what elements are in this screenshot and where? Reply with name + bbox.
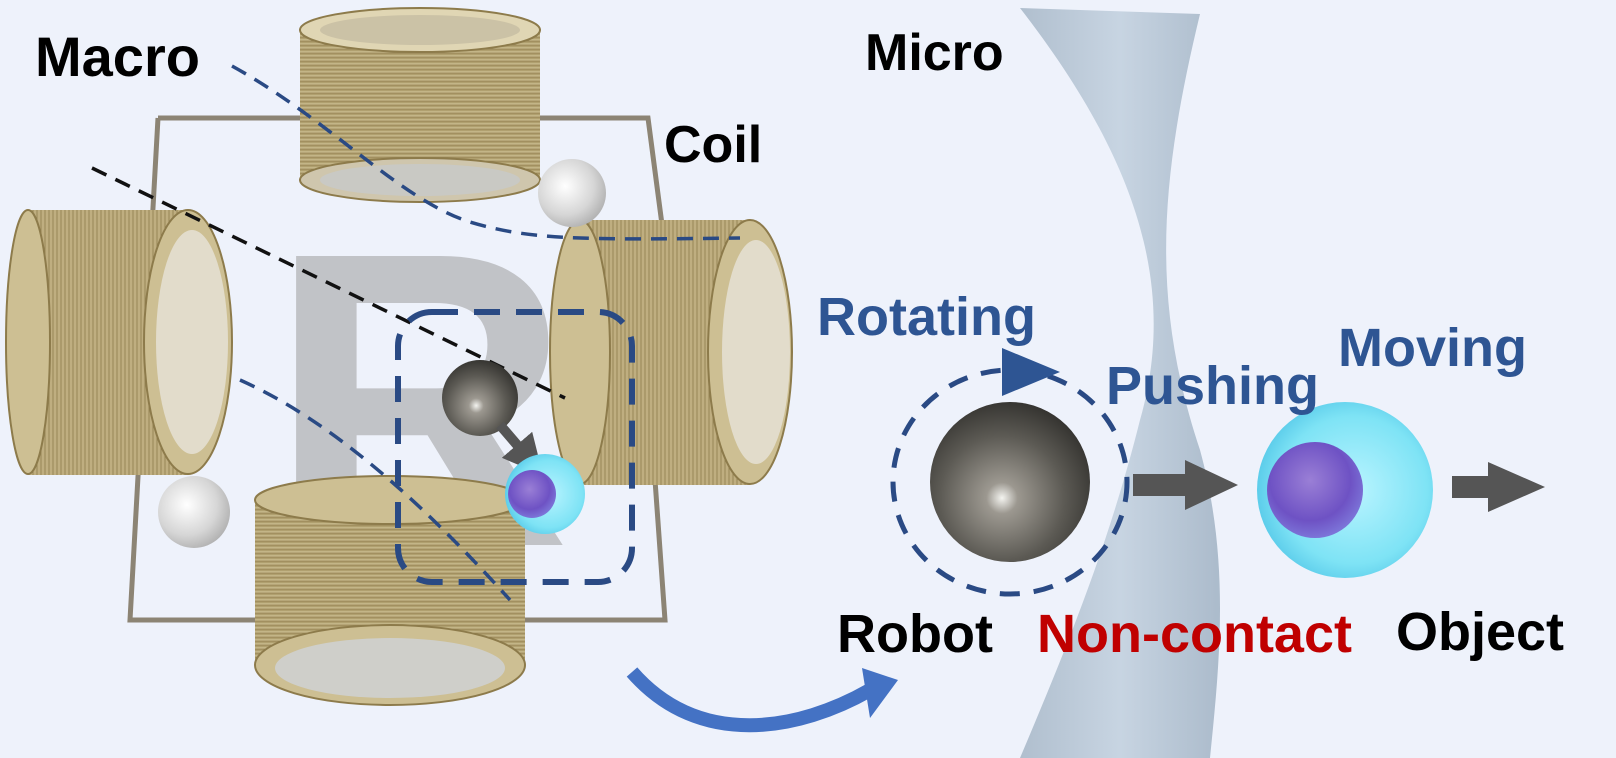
macro-view-line — [239, 378, 512, 602]
silver-sphere — [158, 476, 230, 548]
micro-label: Micro — [865, 24, 1004, 82]
curved-arrow-head — [862, 668, 898, 718]
rotation-arrow-icon — [1002, 348, 1060, 396]
robot-sphere-icon — [442, 360, 518, 436]
rotation-path — [890, 367, 1130, 597]
macro-label: Macro — [35, 25, 200, 88]
moving-label: Moving — [1338, 318, 1527, 378]
push-arrow-shaft — [1133, 474, 1189, 496]
robot-label: Robot — [837, 604, 993, 664]
push-arrow-icon — [1185, 460, 1238, 510]
cell-icon — [505, 454, 585, 534]
axis-line — [91, 166, 566, 400]
non-contact-label: Non-contact — [1037, 604, 1352, 664]
object-label: Object — [1396, 602, 1564, 662]
silver-sphere — [538, 159, 606, 227]
zoom-box — [395, 309, 635, 585]
coil-label: Coil — [664, 116, 762, 174]
rotating-label: Rotating — [817, 287, 1036, 347]
pushing-label: Pushing — [1106, 356, 1319, 416]
cell-icon — [1257, 402, 1433, 578]
coil-icon — [549, 219, 793, 485]
coil-icon — [254, 475, 526, 706]
membrane-band — [1020, 8, 1220, 758]
arrow-icon — [496, 421, 544, 476]
coil-icon — [5, 209, 233, 475]
move-arrow-shaft — [1452, 476, 1492, 498]
curved-arrow-icon — [626, 667, 874, 733]
move-arrow-icon — [1488, 462, 1545, 512]
robot-sphere-icon — [930, 402, 1090, 562]
coil-icon — [299, 7, 541, 203]
